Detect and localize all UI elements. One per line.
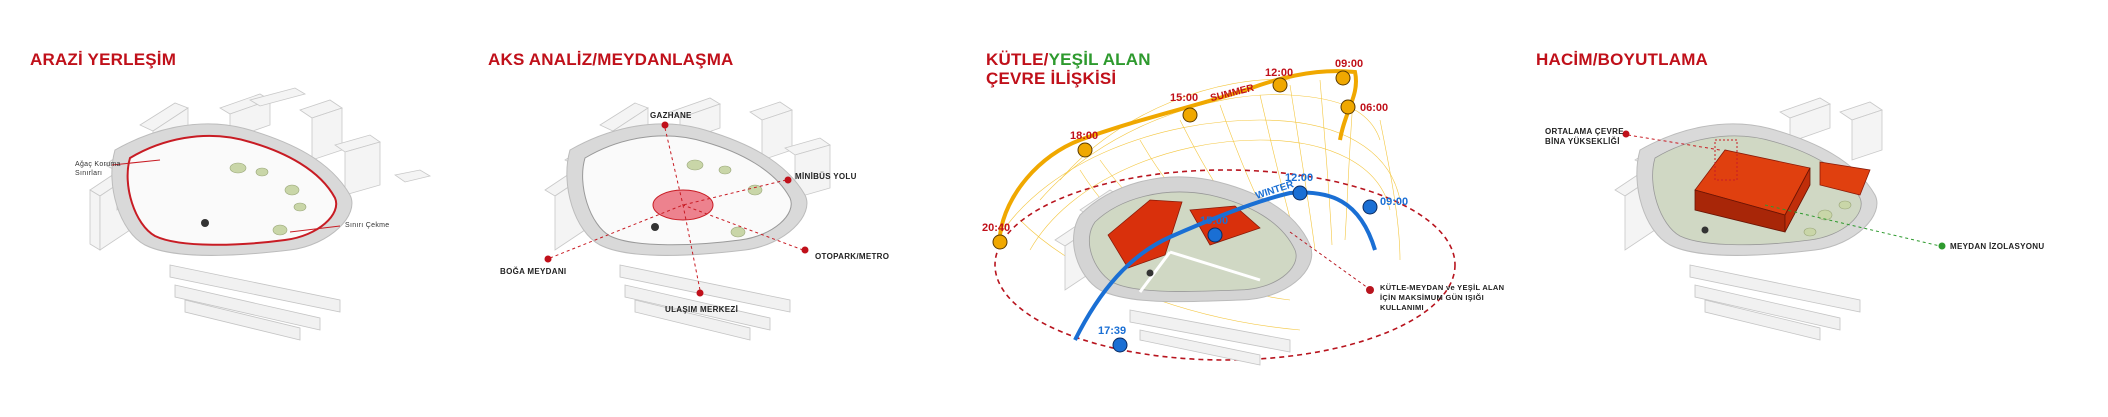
label-ulasim-merkezi: ULAŞIM MERKEZİ <box>665 305 739 314</box>
site-paths <box>1138 250 1261 293</box>
winter-marker-1739 <box>1112 337 1128 353</box>
summer-marker-2040 <box>992 234 1008 250</box>
label-boga-meydani: BOĞA MEYDANI <box>500 267 567 276</box>
winter-marker-1500 <box>1207 227 1223 243</box>
summer-marker-0600 <box>1340 99 1356 115</box>
summer-sun-path <box>998 69 1358 236</box>
bottom-buildings <box>1689 264 1861 341</box>
bottom-buildings <box>169 264 341 341</box>
height-reference-box <box>1714 139 1738 181</box>
summer-time-2040: 20:40 <box>982 222 1011 234</box>
panel-title-line2: ÇEVRE İLİŞKİSİ <box>986 69 1117 88</box>
label-average-height: ORTALAMA ÇEVRE BİNA YÜKSEKLİĞİ <box>1545 127 1624 146</box>
trees <box>229 162 307 236</box>
axis-analysis-drawing <box>544 97 831 341</box>
panel-arazi-yerlesim: ARAZİ YERLEŞİM <box>0 0 470 417</box>
site-plan-drawing <box>89 87 432 341</box>
building-mass-2 <box>1189 205 1261 246</box>
panel-title: KÜTLE/YEŞİL ALAN <box>986 50 1151 70</box>
panel-kutle-yesil-alan: KÜTLE/YEŞİL ALAN ÇEVRE İLİŞKİSİ <box>960 0 1520 417</box>
label-square-isolation: MEYDAN İZOLASYONU <box>1950 242 2045 251</box>
panel-title: ARAZİ YERLEŞİM <box>30 50 177 69</box>
leader-line-tree <box>111 159 161 166</box>
winter-marker-1200 <box>1292 185 1308 201</box>
trees <box>1803 200 1852 237</box>
sun-path-drawing <box>992 69 1456 366</box>
note-leader-line <box>1289 231 1369 289</box>
winter-sun-path <box>1073 190 1377 341</box>
winter-markers <box>1112 185 1378 353</box>
label-tree-protection: Ağaç Koruma Sınırları <box>75 161 121 177</box>
winter-marker-0900 <box>1362 199 1378 215</box>
summer-time-1200: 12:00 <box>1265 67 1294 79</box>
bottom-buildings <box>619 264 791 341</box>
monument-icon <box>201 219 209 227</box>
summer-time-1500: 15:00 <box>1170 92 1199 104</box>
monument-icon <box>1701 226 1709 234</box>
bottom-buildings <box>1129 309 1291 366</box>
summer-marker-1800 <box>1077 142 1093 158</box>
label-minibus-road: MİNİBÜS YOLU <box>795 172 857 181</box>
summer-time-0600: 06:00 <box>1360 102 1389 114</box>
daylight-note: KÜTLE-MEYDAN ve YEŞİL ALAN İÇİN MAKSİMUM… <box>1380 283 1505 312</box>
panel-hacim-boyutlama: HACİM/BOYUTLAMA <box>1520 0 2108 417</box>
summer-time-0900: 09:00 <box>1335 58 1364 70</box>
height-marker <box>1622 130 1630 138</box>
site-boundary <box>126 134 338 246</box>
isolation-marker <box>1938 242 1946 250</box>
title-part-kutle: KÜTLE/ <box>986 50 1049 69</box>
monument-icon <box>651 223 659 231</box>
monument-icon <box>1146 269 1154 277</box>
summer-marker-1200 <box>1272 77 1288 93</box>
winter-time-0900: 09:00 <box>1380 196 1409 208</box>
volume-front <box>1784 167 1811 233</box>
volume-top-2 <box>1819 161 1871 196</box>
winter-time-1500: 15:00 <box>1200 215 1229 227</box>
panel-title: AKS ANALİZ/MEYDANLAŞMA <box>488 50 734 69</box>
summer-marker-0900 <box>1335 70 1351 86</box>
summer-time-1800: 18:00 <box>1070 130 1099 142</box>
summer-marker-1500 <box>1182 107 1198 123</box>
note-marker <box>1366 286 1374 294</box>
panel-title: HACİM/BOYUTLAMA <box>1536 50 1709 69</box>
trees <box>686 159 763 238</box>
horizon-ellipse <box>994 169 1456 361</box>
label-gazhane: GAZHANE <box>650 111 692 120</box>
axis-lines <box>549 127 804 291</box>
summer-markers <box>992 70 1356 250</box>
title-part-yesil-alan: YEŞİL ALAN <box>1048 50 1151 69</box>
winter-time-1739: 17:39 <box>1098 325 1127 337</box>
volume-drawing <box>1614 97 1946 341</box>
winter-time-1200: 12:00 <box>1285 172 1314 184</box>
label-boundary-offset: Sınırı Çekme <box>345 222 390 229</box>
label-otopark-metro: OTOPARK/METRO <box>815 252 890 261</box>
axis-endpoints <box>544 121 809 297</box>
leader-line-edge <box>289 225 341 233</box>
building-mass <box>1107 199 1183 269</box>
panel-aks-analiz: AKS ANALİZ/MEYDANLAŞMA <box>470 0 960 417</box>
